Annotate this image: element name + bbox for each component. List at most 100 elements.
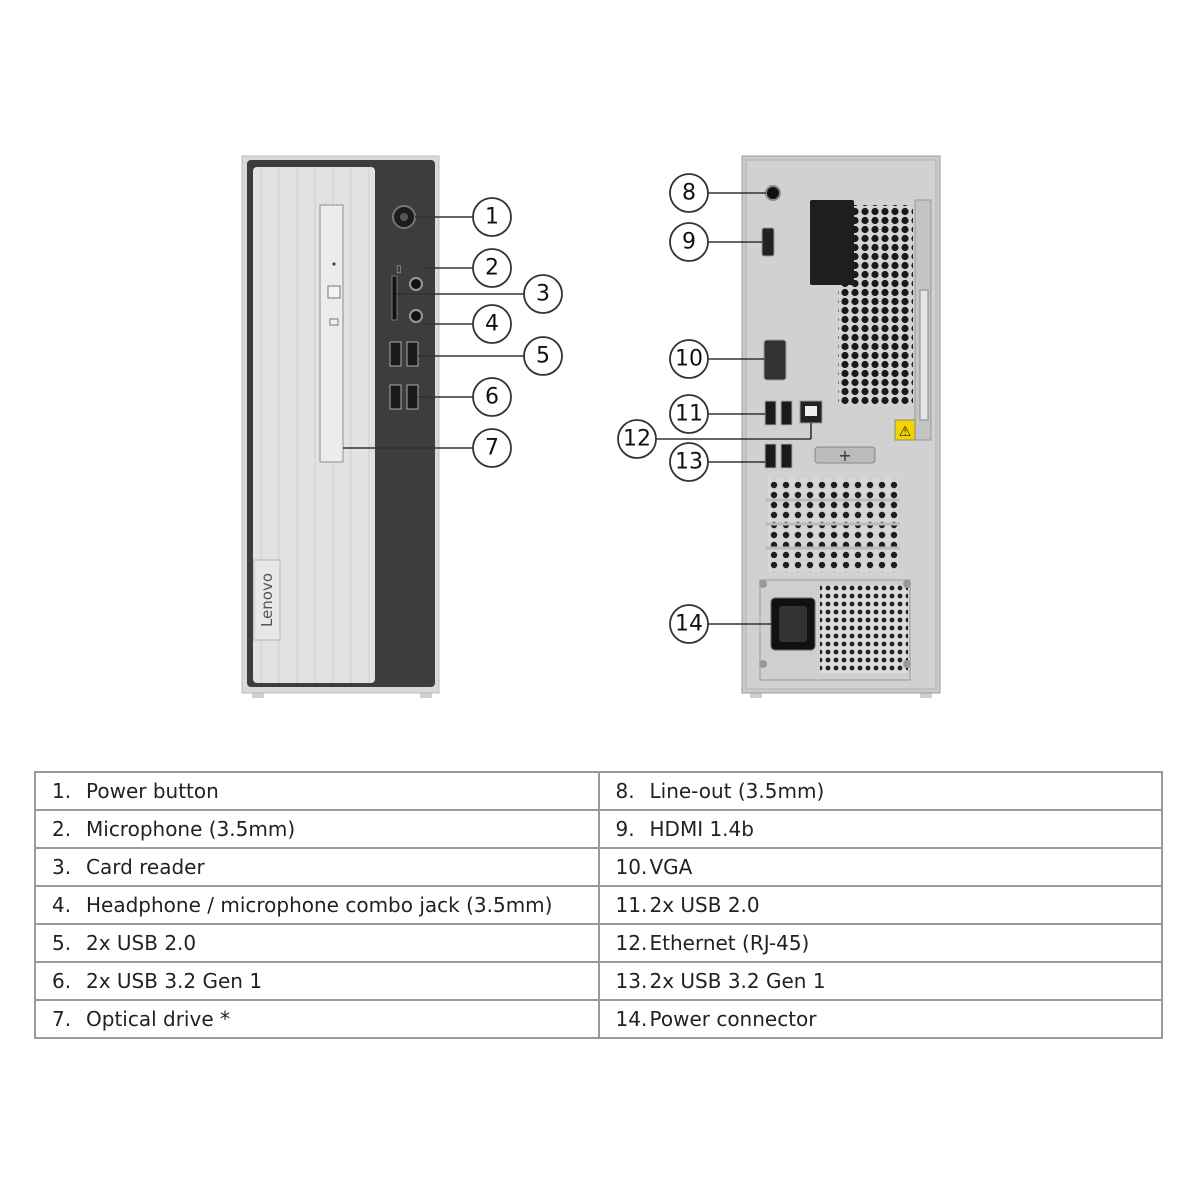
legend-cell-left: 5. 2x USB 2.0 [34, 923, 600, 963]
callout-2: 2 [472, 248, 512, 288]
rear-usb3-port-1 [764, 443, 777, 469]
legend-cell-left: 7. Optical drive * [34, 999, 600, 1039]
svg-text:5: 5 [536, 344, 550, 369]
mic-jack [409, 277, 423, 291]
legend-cell-right: 12.Ethernet (RJ-45) [597, 923, 1163, 963]
svg-text:9: 9 [682, 230, 696, 255]
legend-label: 2x USB 2.0 [649, 893, 760, 917]
svg-text:▯: ▯ [396, 264, 402, 275]
svg-text:14: 14 [675, 612, 703, 637]
card-reader-slot [391, 275, 398, 321]
legend-cell-right: 8. Line-out (3.5mm) [597, 771, 1163, 811]
vga-port [763, 339, 787, 381]
legend-cell-right: 9. HDMI 1.4b [597, 809, 1163, 849]
table-row: 5. 2x USB 2.0 12.Ethernet (RJ-45) [34, 923, 1163, 963]
svg-text:7: 7 [485, 436, 499, 461]
legend-label: HDMI 1.4b [649, 817, 754, 841]
warning-sticker [894, 419, 916, 441]
callout-13: 13 [669, 442, 709, 482]
front-callouts: 1 2 3 4 5 6 7 [472, 197, 563, 468]
legend-label: Optical drive * [86, 1007, 230, 1031]
combo-jack [409, 309, 423, 323]
legend-number: 3. [52, 855, 72, 879]
legend-number: 13. [615, 969, 648, 993]
callout-1: 1 [472, 197, 512, 237]
callout-6: 6 [472, 377, 512, 417]
table-row: 3.Card reader 10.VGA [34, 847, 1163, 887]
legend-label: 2x USB 3.2 Gen 1 [649, 969, 826, 993]
table-row: 4. Headphone / microphone combo jack (3.5… [34, 885, 1163, 925]
front-usb3-port-2 [406, 384, 419, 410]
callout-4: 4 [472, 304, 512, 344]
callout-11: 11 [669, 394, 709, 434]
rear-view: + ⚠ [741, 155, 941, 698]
legend-number: 1. [52, 779, 72, 803]
legend-number: 7. [52, 1007, 72, 1031]
port-diagram: Lenovo ▯ 1 2 [241, 155, 941, 698]
optical-drive [319, 204, 344, 463]
front-panel [253, 167, 375, 683]
legend-label: Microphone (3.5mm) [86, 817, 296, 841]
legend-number: 12. [615, 931, 648, 955]
table-row: 6.2x USB 3.2 Gen 1 13.2x USB 3.2 Gen 1 [34, 961, 1163, 1001]
callout-8: 8 [669, 173, 709, 213]
line-out-jack [765, 185, 781, 201]
svg-text:10: 10 [675, 347, 703, 372]
svg-text:13: 13 [675, 450, 703, 475]
psu-vent [820, 585, 908, 673]
legend-number: 14. [615, 1007, 648, 1031]
table-row: 7. Optical drive * 14.Power connector [34, 999, 1163, 1039]
legend-cell-right: 11.2x USB 2.0 [597, 885, 1163, 925]
legend-label: VGA [649, 855, 693, 879]
callout-3: 3 [523, 274, 563, 314]
legend-number: 11. [615, 893, 648, 917]
expansion-slot-vents [768, 478, 898, 558]
rear-label-block [810, 200, 854, 285]
legend-number: 4. [52, 893, 72, 917]
legend-label: Power button [86, 779, 219, 803]
legend-cell-left: 2. Microphone (3.5mm) [34, 809, 600, 849]
callout-12: 12 [617, 419, 657, 459]
front-usb2-port-2 [406, 341, 419, 367]
svg-text:1: 1 [485, 205, 499, 230]
svg-text:2: 2 [485, 256, 499, 281]
legend-cell-left: 1. Power button [34, 771, 600, 811]
legend-number: 2. [52, 817, 72, 841]
legend-label: 2x USB 2.0 [86, 931, 197, 955]
legend-cell-right: 14.Power connector [597, 999, 1163, 1039]
svg-text:6: 6 [485, 385, 499, 410]
table-row: 1. Power button 8. Line-out (3.5mm) [34, 771, 1163, 811]
hdmi-port [761, 227, 775, 257]
legend-number: 8. [615, 779, 635, 803]
legend-label: Ethernet (RJ-45) [649, 931, 810, 955]
callout-10: 10 [669, 339, 709, 379]
legend-cell-left: 3.Card reader [34, 847, 600, 887]
callout-5: 5 [523, 336, 563, 376]
callout-9: 9 [669, 222, 709, 262]
svg-text:3: 3 [536, 282, 550, 307]
table-row: 2. Microphone (3.5mm) 9. HDMI 1.4b [34, 809, 1163, 849]
legend-cell-right: 13.2x USB 3.2 Gen 1 [597, 961, 1163, 1001]
legend-number: 6. [52, 969, 72, 993]
legend-label: Headphone / microphone combo jack (3.5mm… [86, 893, 553, 917]
svg-text:12: 12 [623, 427, 651, 452]
front-usb3-port-1 [389, 384, 402, 410]
warning-icon: ⚠ [899, 424, 912, 440]
callout-14: 14 [669, 604, 709, 644]
callout-7: 7 [472, 428, 512, 468]
rear-usb2-port-1 [764, 400, 777, 426]
rear-usb3-port-2 [780, 443, 793, 469]
legend-number: 9. [615, 817, 635, 841]
legend-cell-left: 6. 2x USB 3.2 Gen 1 [34, 961, 600, 1001]
svg-text:+: + [838, 446, 851, 465]
front-view: Lenovo ▯ [241, 155, 440, 698]
legend-label: Line-out (3.5mm) [649, 779, 825, 803]
rear-callouts: 8 9 10 11 12 13 14 [617, 173, 709, 644]
front-leader-lines [343, 216, 524, 449]
svg-text:8: 8 [682, 181, 696, 206]
legend-cell-right: 10.VGA [597, 847, 1163, 887]
brand-logo: Lenovo [258, 573, 276, 627]
legend-label: 2x USB 3.2 Gen 1 [86, 969, 263, 993]
legend-cell-left: 4. Headphone / microphone combo jack (3.5… [34, 885, 600, 925]
legend-number: 5. [52, 931, 72, 955]
